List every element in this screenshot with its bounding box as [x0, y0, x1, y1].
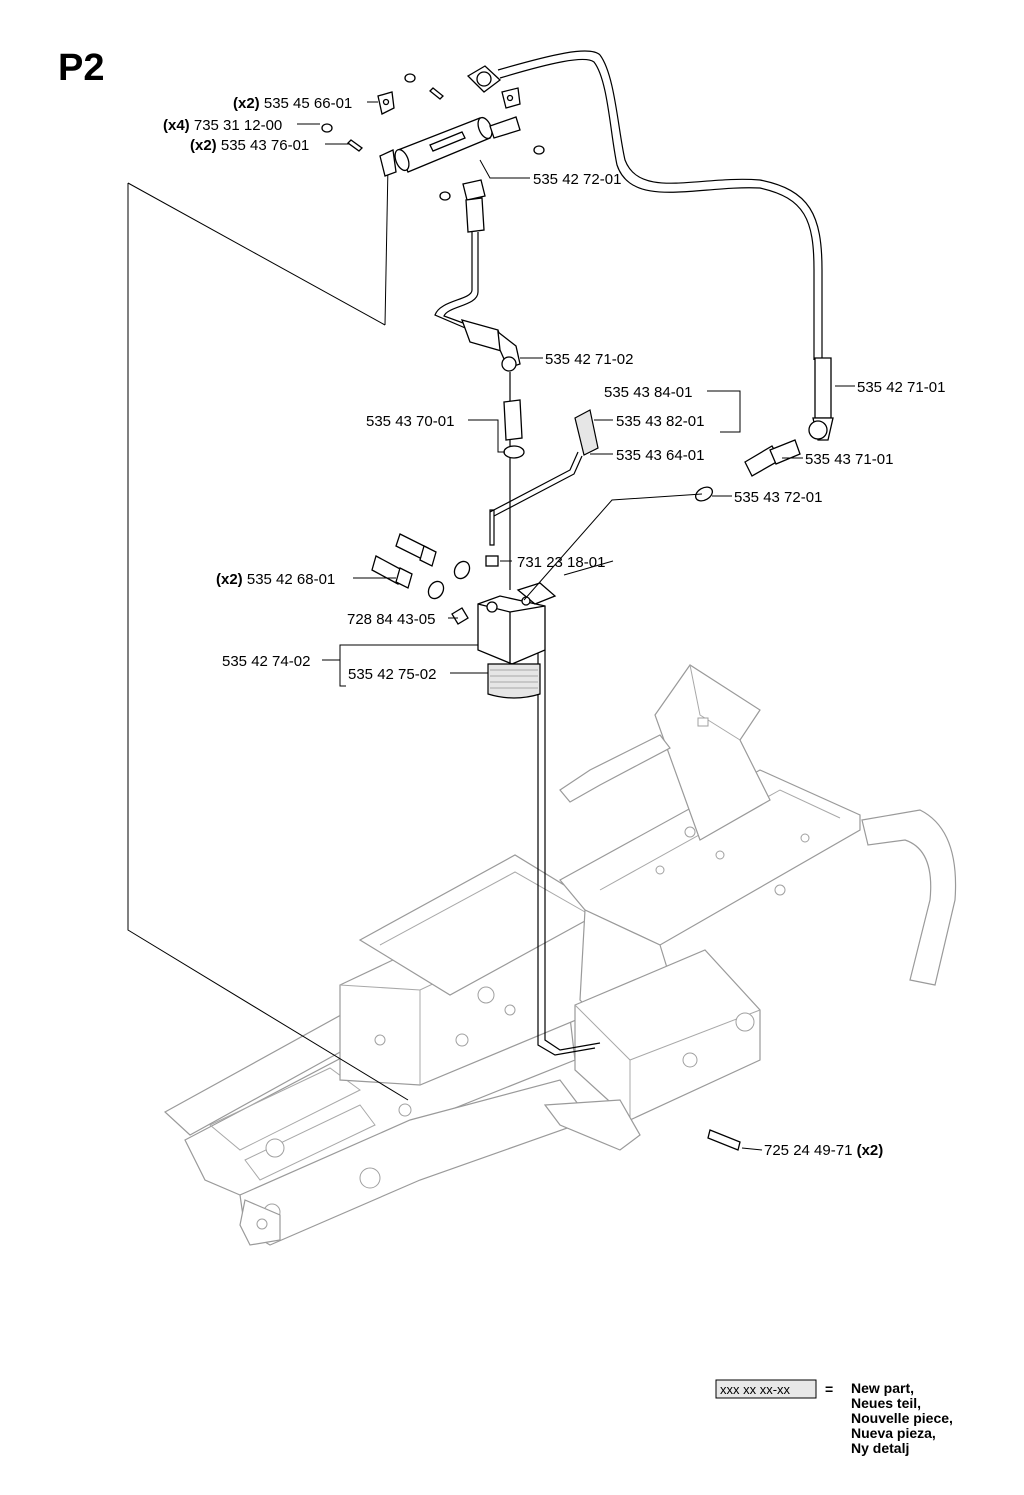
callout-535-42-72-01: 535 42 72-01 — [533, 171, 621, 188]
fittings — [371, 399, 801, 1151]
callout-535-42-68-01: (x2) 535 42 68-01 — [216, 571, 335, 588]
lever-knob — [574, 409, 599, 456]
hydraulic-cylinder-assembly — [321, 65, 545, 233]
legend-sample-box — [715, 1379, 817, 1399]
callout-labels: (x2) 535 45 66-01 (x4) 735 31 12-00 (x2)… — [163, 95, 945, 1159]
callout-535-42-75-02: 535 42 75-02 — [348, 666, 436, 683]
legend: xxx xx xx-xx = New part, Neues teil, Nou… — [715, 1379, 953, 1456]
callout-535-43-64-01: 535 43 64-01 — [616, 447, 704, 464]
filter-element — [487, 663, 541, 699]
callout-535-43-70-01: 535 43 70-01 — [366, 413, 454, 430]
callout-535-45-66-01: (x2) 535 45 66-01 — [233, 95, 352, 112]
tractor-frame — [163, 664, 957, 1246]
callout-735-31-12-00: (x4) 735 31 12-00 — [163, 117, 282, 134]
callout-535-42-71-02: 535 42 71-02 — [545, 351, 633, 368]
callout-535-43-84-01: 535 43 84-01 — [604, 384, 692, 401]
callout-731-23-18-01: 731 23 18-01 — [517, 554, 605, 571]
leader-bracket-frame — [127, 164, 409, 1101]
page-title: P2 — [58, 47, 104, 89]
callout-535-42-71-01: 535 42 71-01 — [857, 379, 945, 396]
legend-sample: xxx xx xx-xx — [720, 1382, 791, 1397]
callout-leaders — [297, 101, 855, 1151]
callout-535-43-76-01: (x2) 535 43 76-01 — [190, 137, 309, 154]
legend-line-5: Ny detalj — [851, 1440, 909, 1456]
bolt — [707, 1129, 741, 1151]
legend-equals: = — [825, 1381, 833, 1397]
legend-line-2: Neues teil, — [851, 1395, 921, 1411]
callout-728-84-43-05: 728 84 43-05 — [347, 611, 435, 628]
callout-535-43-82-01: 535 43 82-01 — [616, 413, 704, 430]
callout-535-43-71-01: 535 43 71-01 — [805, 451, 893, 468]
valve-block — [477, 595, 546, 665]
legend-line-3: Nouvelle piece, — [851, 1410, 953, 1426]
legend-line-4: Nueva pieza, — [851, 1425, 936, 1441]
callout-535-43-72-01: 535 43 72-01 — [734, 489, 822, 506]
callout-535-42-74-02: 535 42 74-02 — [222, 653, 310, 670]
callout-725-24-49-71: 725 24 49-71 (x2) — [764, 1142, 883, 1159]
legend-line-1: New part, — [851, 1380, 914, 1396]
